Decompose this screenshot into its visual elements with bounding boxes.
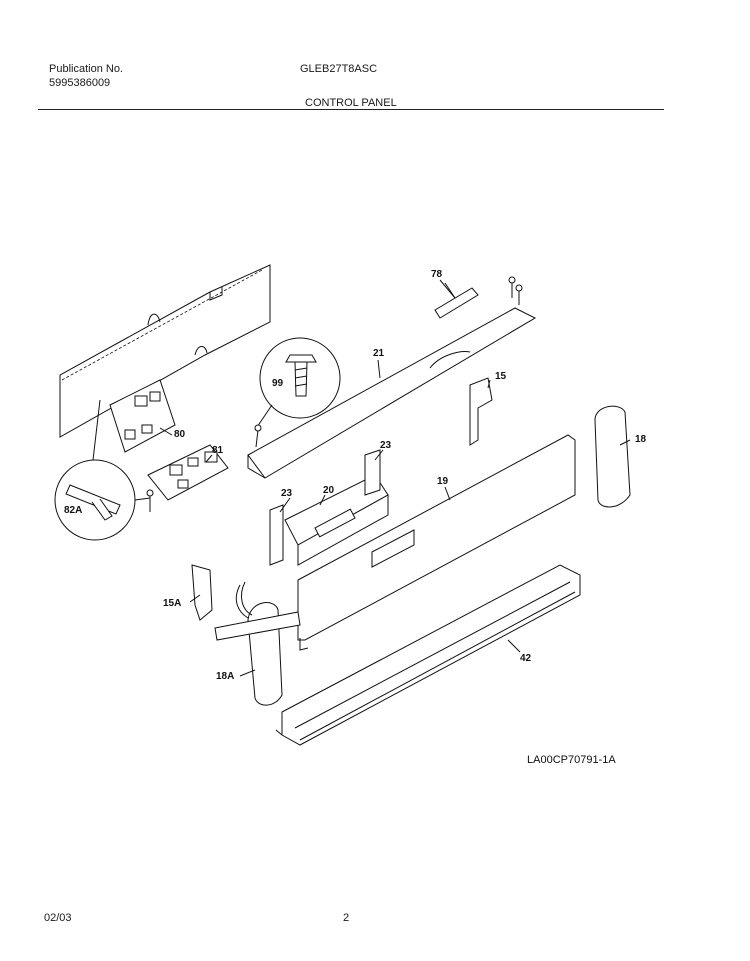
bracket-15: [469, 377, 493, 446]
relay-board-81: [147, 444, 229, 501]
end-cap-18: [594, 405, 631, 508]
part-labels: 78 21 99 15 80 81 23 23 20 19 18 82A 15A…: [64, 269, 647, 682]
callout-circle-82a: [54, 399, 151, 541]
publication-number: 5995386009: [49, 77, 111, 89]
label-19: 19: [437, 476, 449, 487]
part-78: [434, 282, 479, 319]
label-15: 15: [495, 371, 507, 382]
publication-label: Publication No.: [49, 63, 123, 75]
label-81: 81: [212, 445, 224, 456]
label-23-upper: 23: [380, 440, 392, 451]
screws: [146, 276, 523, 512]
control-board-80: [109, 379, 176, 453]
label-99: 99: [272, 378, 284, 389]
footer-date: 02/03: [44, 912, 72, 924]
bracket-15a: [191, 564, 213, 621]
drawing-code: LA00CP70791-1A: [527, 754, 616, 766]
label-82a: 82A: [64, 505, 82, 516]
label-80: 80: [174, 429, 186, 440]
vent-trim-42: [275, 564, 581, 746]
control-panel-trim-21: [247, 307, 537, 479]
display-board-20: [284, 474, 415, 568]
label-18: 18: [635, 434, 647, 445]
rear-panel-bracket: [59, 264, 271, 438]
leader-lines: [159, 279, 631, 677]
section-title: CONTROL PANEL: [305, 97, 397, 109]
label-15a: 15A: [163, 598, 181, 609]
label-23-lower: 23: [281, 488, 293, 499]
label-21: 21: [373, 348, 385, 359]
label-20: 20: [323, 485, 335, 496]
brackets-23: [269, 449, 381, 566]
label-78: 78: [431, 269, 443, 280]
page-number: 2: [343, 912, 350, 924]
header-rule: [38, 109, 664, 110]
label-42: 42: [520, 653, 532, 664]
model-number: GLEB27T8ASC: [300, 63, 378, 75]
callout-circle-99: [254, 337, 341, 431]
end-cap-18a: [214, 581, 301, 706]
overlay-panel-19: [297, 434, 576, 651]
label-18a: 18A: [216, 671, 234, 682]
